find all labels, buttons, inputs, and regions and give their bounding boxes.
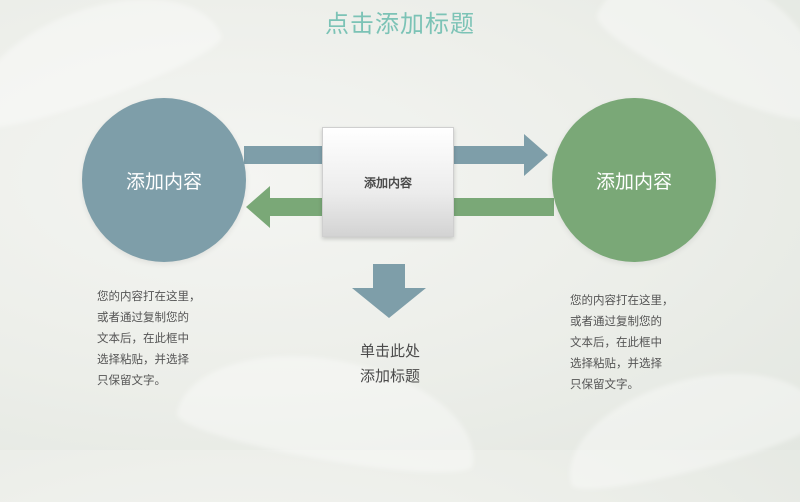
bottom-subtitle[interactable]: 单击此处 添加标题 [359,342,420,385]
arrow-down [352,264,426,318]
left-text-block[interactable]: 您的内容打在这里， 或者通过复制您的 文本后，在此框中 选择粘贴，并选择 只保留… [97,289,201,387]
left-circle[interactable]: 添加内容 [82,98,246,262]
right-text-block[interactable]: 您的内容打在这里， 或者通过复制您的 文本后，在此框中 选择粘贴，并选择 只保留… [570,293,674,391]
arrow-center-to-right [452,134,548,176]
arrow-center-to-left [246,186,324,228]
center-box[interactable]: 添加内容 [322,127,454,237]
diagram-arrows [244,134,554,318]
slide-title[interactable]: 点击添加标题 [325,10,475,38]
arrow-left-to-center [244,146,324,164]
arrow-right-to-center [452,198,554,216]
right-circle[interactable]: 添加内容 [552,98,716,262]
